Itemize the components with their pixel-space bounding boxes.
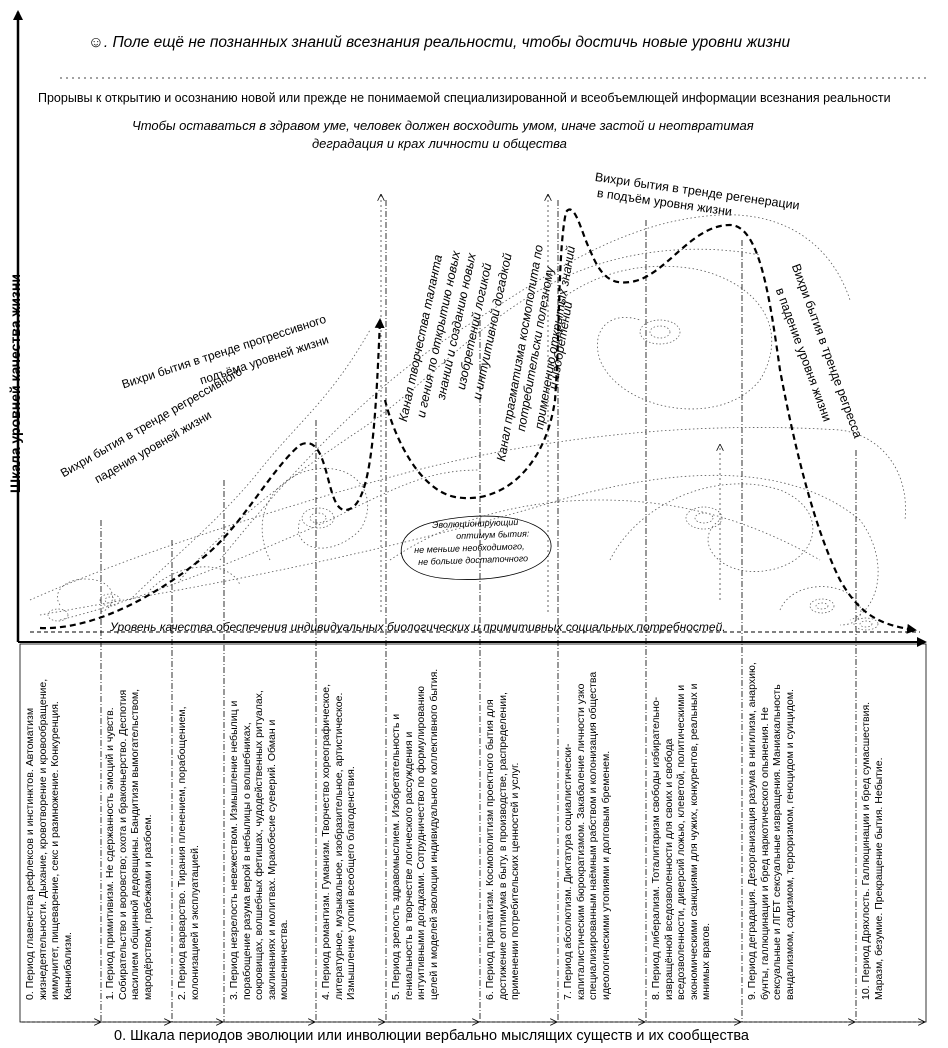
period-column-6: 6. Период прагматизм. Космополитизм прое… bbox=[484, 660, 556, 1000]
period-column-2: 2. Период варварство. Тирания пленением,… bbox=[176, 660, 222, 1000]
period-column-0: 0. Период главенства рефлексов и инстинк… bbox=[24, 660, 100, 1000]
period-text-3: 3. Период незрелость невежеством. Измышл… bbox=[228, 690, 290, 1000]
period-column-7: 7. Период абсолютизм. Диктатура социалис… bbox=[562, 660, 644, 1000]
period-text-6: 6. Период прагматизм. Космополитизм прое… bbox=[484, 692, 521, 1000]
period-column-1: 1. Период примитивизм. Не сдержанность э… bbox=[104, 660, 170, 1000]
vortex-spirals bbox=[47, 319, 879, 631]
period-text-4: 4. Период романтизм. Гуманизм. Творчеств… bbox=[320, 683, 357, 1000]
bottom-scale-label: 0. Шкала периодов эволюции или инволюции… bbox=[114, 1028, 749, 1044]
sanity-caption-line1: Чтобы оставаться в здравом уме, человек … bbox=[132, 118, 754, 133]
vortex-streams bbox=[29, 214, 906, 626]
x-axis-label: Уровень качества обеспечения индивидуаль… bbox=[110, 620, 726, 634]
optimum-bubble bbox=[400, 515, 552, 580]
period-column-10: 10. Период Дряхлость. Галлюцинации и бре… bbox=[860, 660, 924, 1000]
period-text-9: 9. Период деградация. Дезорганизация раз… bbox=[746, 662, 796, 1000]
period-column-3: 3. Период незрелость невежеством. Измышл… bbox=[228, 660, 314, 1000]
period-column-4: 4. Период романтизм. Гуманизм. Творчеств… bbox=[320, 660, 384, 1000]
top-title: ☺. Поле ещё не познанных знаний всезнани… bbox=[88, 34, 791, 51]
period-column-5: 5. Период зрелость здравомыслием. Изобре… bbox=[390, 660, 478, 1000]
channel-arrows bbox=[381, 195, 720, 612]
period-column-8: 8. Период либерализм. Тоталитаризм свобо… bbox=[650, 660, 740, 1000]
main-trajectory-2 bbox=[383, 208, 917, 634]
period-column-9: 9. Период деградация. Дезорганизация раз… bbox=[746, 660, 852, 1000]
period-text-10: 10. Период Дряхлость. Галлюцинации и бре… bbox=[860, 701, 885, 1000]
period-text-0: 0. Период главенства рефлексов и инстинк… bbox=[24, 678, 74, 1000]
period-text-8: 8. Период либерализм. Тоталитаризм свобо… bbox=[650, 683, 712, 1000]
period-text-7: 7. Период абсолютизм. Диктатура социалис… bbox=[562, 671, 612, 1000]
sanity-caption-line2: деградация и крах личности и общества bbox=[312, 136, 567, 151]
period-text-1: 1. Период примитивизм. Не сдержанность э… bbox=[104, 688, 154, 1000]
main-trajectory bbox=[39, 318, 385, 630]
period-text-5: 5. Период зрелость здравомыслием. Изобре… bbox=[390, 668, 440, 1000]
y-axis-label: Шкала уровней качества жизни bbox=[7, 274, 23, 493]
period-text-2: 2. Период варварство. Тирания пленением,… bbox=[176, 706, 201, 1000]
breakthroughs-caption: Прорывы к открытию и осознанию новой или… bbox=[38, 91, 891, 105]
